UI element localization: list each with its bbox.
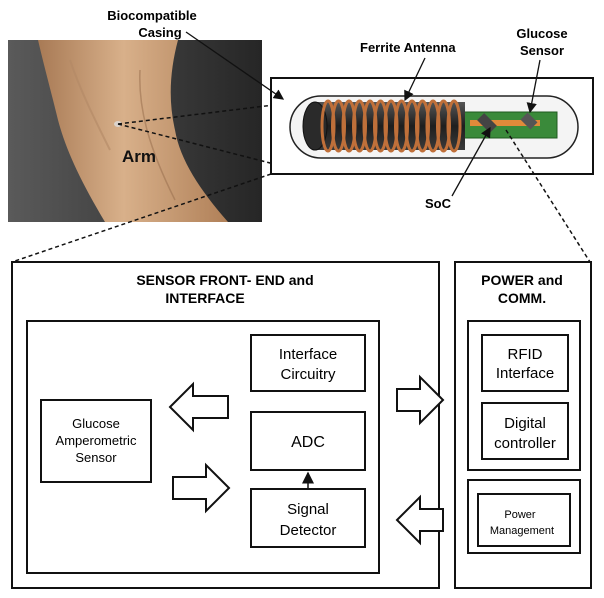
- rfid-line1: RFID: [508, 346, 543, 363]
- interface-circuitry-box: [250, 334, 366, 392]
- power-management-line2: Management: [490, 525, 554, 537]
- digital-controller-line1: Digital: [504, 415, 546, 432]
- casing-pointer: [185, 31, 285, 100]
- arm-label: Arm: [122, 147, 156, 166]
- soc-pointer: [451, 126, 491, 197]
- digital-controller-box: [481, 402, 569, 460]
- arrow-to-sensor: [168, 381, 229, 433]
- antenna-pointer: [404, 57, 426, 102]
- coil-winding: [446, 99, 462, 153]
- adc-box: [250, 411, 366, 471]
- glucose-sensor-line3: Sensor: [75, 450, 117, 465]
- zoom-line-left: [11, 173, 272, 263]
- power-comm-title-line2: COMM.: [498, 290, 546, 306]
- zoom-line-top: [117, 102, 291, 125]
- capsule-inset: [270, 77, 594, 175]
- adc-label: ADC: [291, 434, 325, 451]
- glucose-label-line1: Glucose: [516, 26, 567, 41]
- front-end-title-line2: INTERFACE: [165, 290, 244, 306]
- soc-label: SoC: [425, 196, 452, 211]
- arrow-to-power-comm: [396, 374, 445, 426]
- glucose-sensor-line2: Amperometric: [56, 433, 137, 448]
- power-comm-panel: POWER and COMM. RFID Interface Digital c…: [454, 261, 592, 589]
- power-management-line1: Power: [504, 509, 536, 521]
- front-end-title-line1: SENSOR FRONT- END and: [136, 272, 313, 288]
- front-end-panel: SENSOR FRONT- END and INTERFACE Glucose …: [11, 261, 440, 589]
- glucose-sensor-box: [40, 399, 152, 483]
- glucose-sensor-line1: Glucose: [72, 416, 120, 431]
- rfid-line2: Interface: [496, 365, 554, 382]
- glucose-pointer: [526, 59, 541, 114]
- glucose-label-line2: Sensor: [520, 43, 564, 58]
- signal-detector-line2: Detector: [280, 522, 337, 539]
- interface-circuitry-line2: Circuitry: [281, 366, 336, 383]
- antenna-label: Ferrite Antenna: [360, 40, 456, 55]
- rfid-interface-box: [481, 334, 569, 392]
- signal-detector-box: [250, 488, 366, 548]
- power-comm-title-line1: POWER and: [481, 272, 563, 288]
- antenna-coils: [320, 99, 462, 153]
- zoom-line-right: [505, 129, 591, 263]
- zoom-line-bottom: [117, 123, 275, 165]
- signal-detector-line1: Signal: [287, 501, 329, 518]
- power-management-box: [477, 493, 571, 547]
- arm-photo: Arm: [8, 40, 262, 222]
- casing-label-line1: Biocompatible: [107, 8, 197, 23]
- casing-label-line2: Casing: [138, 25, 181, 40]
- arrow-from-power: [395, 494, 444, 546]
- arrow-from-sensor: [172, 462, 231, 514]
- digital-controller-line2: controller: [494, 435, 556, 452]
- interface-circuitry-line1: Interface: [279, 346, 337, 363]
